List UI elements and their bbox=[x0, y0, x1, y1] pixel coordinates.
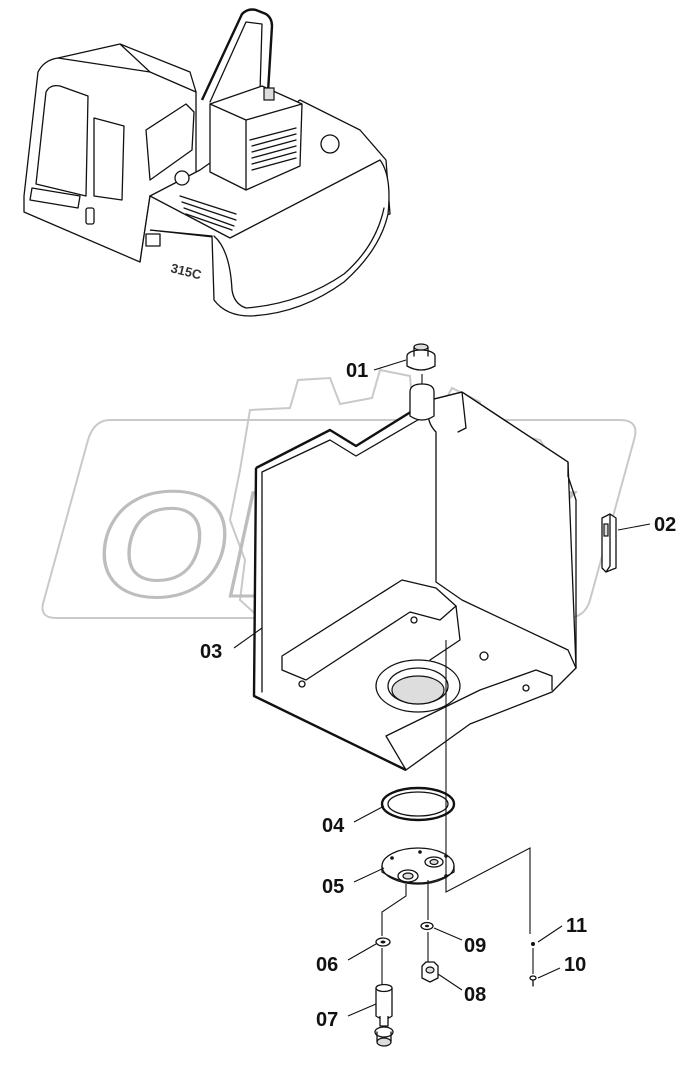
label-09: 09 bbox=[464, 935, 486, 957]
handrail-inner bbox=[209, 21, 263, 103]
label-08: 08 bbox=[464, 984, 486, 1006]
cab-window-rear bbox=[145, 103, 195, 181]
machine-badge: 315C bbox=[169, 260, 203, 282]
excavator-overview: 315C bbox=[23, 8, 391, 317]
tank-box-edge bbox=[209, 103, 303, 191]
label-07: 07 bbox=[316, 1009, 338, 1031]
label-05: 05 bbox=[322, 876, 344, 898]
part-09-washer bbox=[420, 921, 434, 931]
tank-flange-hole bbox=[391, 675, 445, 705]
tank-top-edge bbox=[429, 391, 569, 477]
cab-roof bbox=[57, 43, 197, 93]
label-06: 06 bbox=[316, 954, 338, 976]
cab-door-handle bbox=[85, 207, 95, 225]
leader-lines bbox=[233, 359, 651, 1017]
label-03: 03 bbox=[200, 641, 222, 663]
tank-floor-inner bbox=[429, 605, 461, 661]
tank-floor-channel bbox=[281, 579, 457, 681]
fuel-cap-small bbox=[174, 170, 190, 186]
tank-right-bracket bbox=[567, 475, 577, 669]
part-04-oring bbox=[380, 786, 456, 822]
deck-port bbox=[320, 134, 340, 154]
part-01-cap bbox=[406, 343, 436, 371]
assembly-lines bbox=[381, 374, 534, 984]
part-06-washer bbox=[375, 937, 391, 947]
filler-neck bbox=[409, 383, 435, 421]
handrail bbox=[200, 8, 274, 101]
part-11-washer bbox=[531, 942, 535, 946]
part-08-plug bbox=[421, 961, 439, 983]
label-01: 01 bbox=[346, 360, 368, 382]
cap-top bbox=[263, 87, 275, 101]
cab-window-side bbox=[93, 117, 125, 201]
tank-shell bbox=[253, 391, 577, 771]
badge-logo bbox=[145, 233, 161, 247]
cover-bolt-holes bbox=[390, 850, 448, 878]
tank-shell-edge bbox=[252, 398, 431, 772]
counterweight bbox=[139, 159, 390, 317]
part-03-tank bbox=[252, 383, 577, 772]
deck-grille bbox=[179, 127, 297, 231]
label-10: 10 bbox=[564, 954, 586, 976]
counterweight-curve bbox=[213, 207, 385, 309]
part-07-valve bbox=[374, 983, 394, 1047]
label-11: 11 bbox=[566, 915, 587, 937]
tank-floor-step bbox=[385, 669, 553, 771]
cab-step bbox=[29, 187, 81, 209]
part-labels: 01 02 03 04 05 06 07 08 09 10 11 bbox=[200, 360, 676, 1031]
label-04: 04 bbox=[322, 815, 345, 837]
cab-window-front bbox=[35, 84, 89, 197]
label-02: 02 bbox=[654, 514, 676, 536]
part-05-cover bbox=[381, 847, 455, 885]
part-02-bracket bbox=[601, 513, 617, 573]
part-10-bolt bbox=[529, 975, 537, 987]
tank-inner-wall bbox=[261, 413, 429, 693]
